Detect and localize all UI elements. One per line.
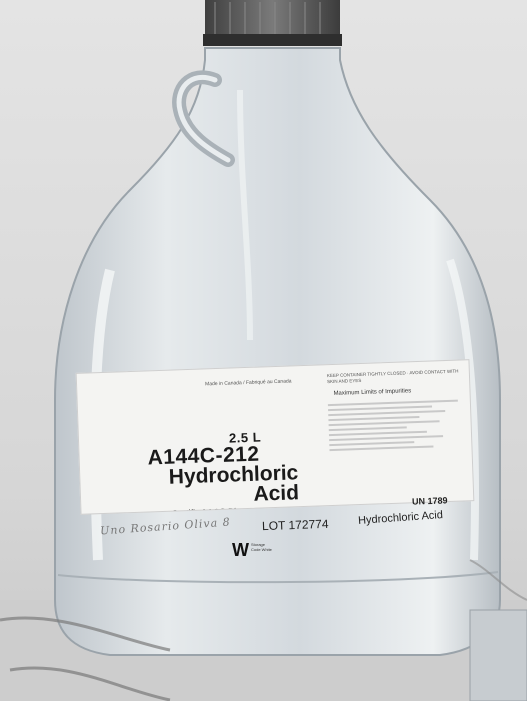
spec-row (328, 420, 440, 427)
spec-row (328, 426, 407, 432)
table-reflection (0, 616, 171, 652)
warning-header: KEEP CONTAINER TIGHTLY CLOSED · AVOID CO… (326, 368, 459, 384)
product-label: Made in Canada / Fabriqué au Canada 2.5 … (75, 359, 475, 515)
spec-row (328, 410, 446, 417)
lot-number: LOT 172774 (261, 516, 329, 534)
spec-row (329, 435, 444, 442)
made-in-text: Made in Canada / Fabriqué au Canada (205, 378, 292, 388)
storage-text: Storage Code White (251, 542, 272, 552)
small-vial (469, 609, 527, 701)
label-left-panel: Made in Canada / Fabriqué au Canada 2.5 … (77, 366, 312, 514)
bottle-cap (205, 0, 340, 40)
spec-table (327, 397, 461, 479)
un-number: UN 1789 (411, 495, 448, 507)
liquid-surface (57, 571, 499, 584)
spec-row (328, 415, 420, 422)
spec-row (329, 445, 434, 452)
glass-highlight (446, 258, 479, 561)
storage-code: W (232, 540, 249, 560)
spec-row (329, 441, 414, 447)
chemical-name-line2: Acid (253, 481, 300, 506)
glass-highlight (237, 89, 253, 341)
spec-row (327, 399, 458, 407)
label-right-panel: KEEP CONTAINER TIGHTLY CLOSED · AVOID CO… (311, 360, 474, 505)
max-limits-heading: Maximum Limits of Impurities (333, 388, 412, 397)
